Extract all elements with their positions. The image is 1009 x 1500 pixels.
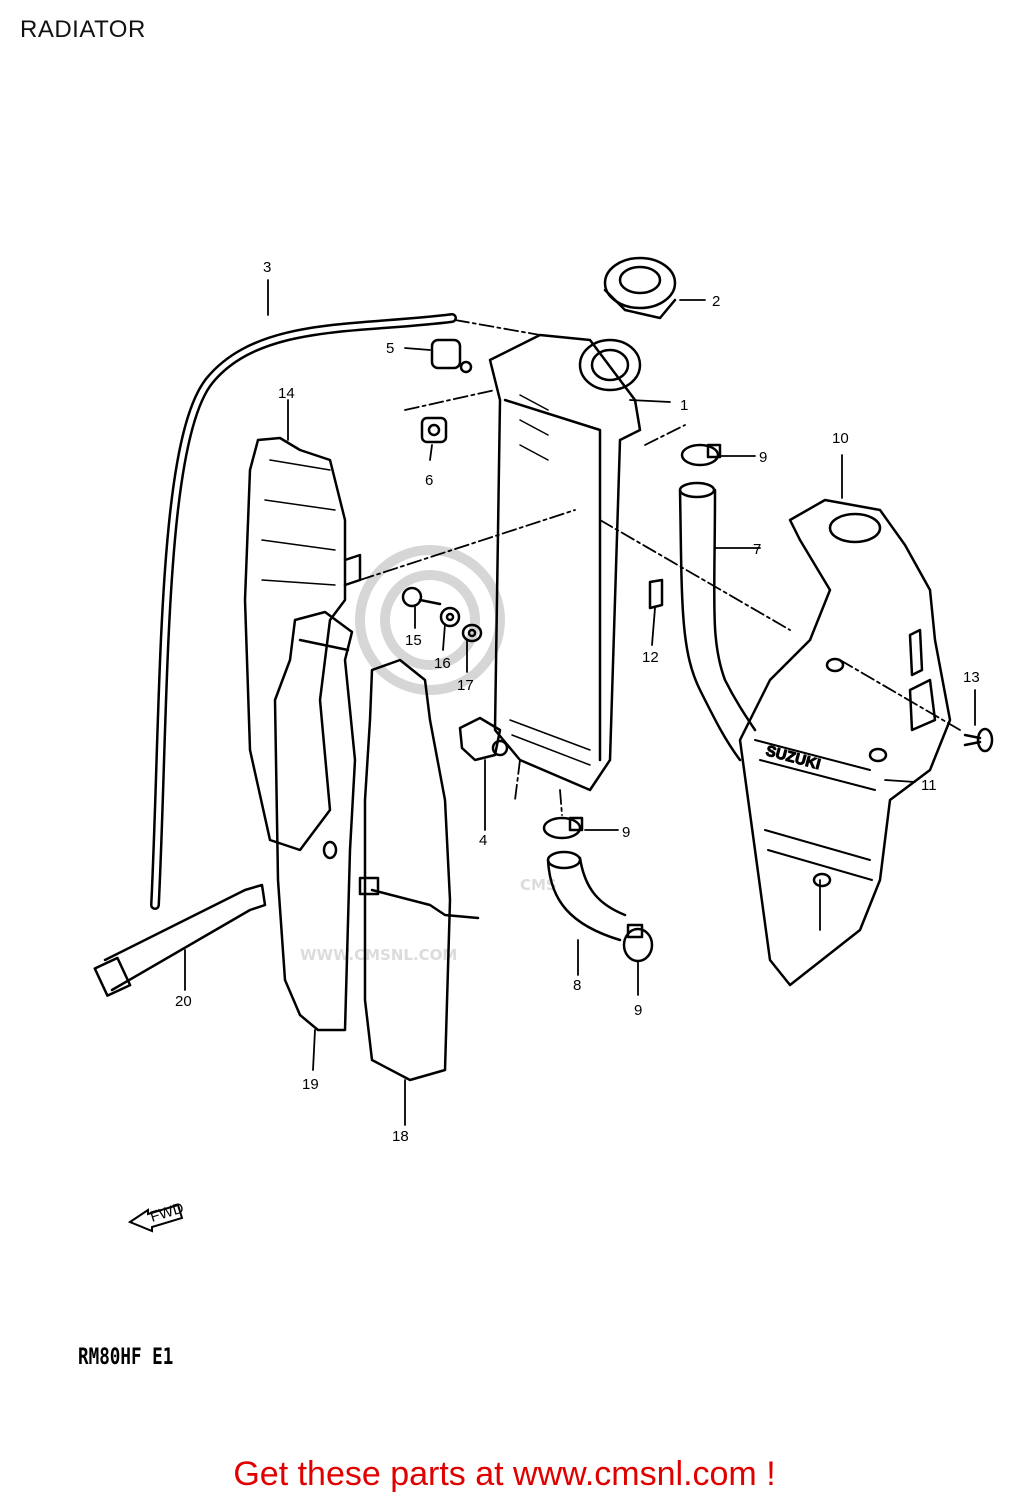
washer-17 (461, 623, 483, 643)
fwd-arrow-icon: FWD (127, 1200, 186, 1233)
side-panel-19 (273, 610, 357, 1032)
lower-hose (546, 850, 627, 942)
part-number-2: 2 (712, 293, 720, 310)
part-number-20: 20 (175, 993, 192, 1010)
grommet-4 (458, 716, 509, 762)
grommet-5 (430, 338, 473, 374)
model-code: RM80HF E1 (78, 1345, 174, 1370)
part-number-19: 19 (302, 1076, 319, 1093)
hose-clamp-lower (622, 923, 654, 963)
watermark-url: WWW.CMSNL.COM (300, 946, 457, 964)
radiator-shroud: SUZUKI (738, 498, 952, 987)
part-number-7: 7 (753, 541, 761, 558)
watermark-text: CMS (520, 876, 557, 894)
part-number-11: 11 (921, 777, 937, 794)
part-number-9-middle: 9 (622, 824, 630, 841)
radiator-cap (603, 256, 677, 320)
part-number-16: 16 (434, 655, 451, 672)
screw-13 (963, 727, 994, 753)
part-number-10: 10 (832, 430, 849, 447)
part-number-4: 4 (479, 832, 487, 849)
watermark: CMS WWW.CMSNL.COM (300, 545, 557, 964)
part-number-12: 12 (642, 649, 659, 666)
part-number-17: 17 (457, 677, 474, 694)
radiator-grill (243, 436, 362, 852)
part-number-18: 18 (392, 1128, 409, 1145)
part-number-1: 1 (680, 397, 688, 414)
part-number-9-lower: 9 (634, 1002, 642, 1019)
upper-hose (678, 481, 757, 762)
collar-6 (420, 416, 448, 444)
overflow-hose (150, 313, 457, 910)
part-number-8: 8 (573, 977, 581, 994)
washer-16 (439, 606, 461, 628)
page-title: RADIATOR (20, 16, 146, 43)
side-panel-18 (358, 658, 480, 1082)
part-number-labels: 1 2 3 4 5 6 7 8 9 9 9 10 11 12 13 14 15 … (175, 259, 980, 1145)
clip-12 (648, 578, 664, 610)
hose-clamp-upper (680, 443, 722, 467)
bolt-15 (401, 586, 442, 608)
part-number-6: 6 (425, 472, 433, 489)
hose-clamp-middle (542, 816, 584, 840)
strap-20 (93, 883, 267, 997)
footer-link-text[interactable]: Get these parts at www.cmsnl.com ! (233, 1455, 776, 1493)
radiator (488, 333, 642, 792)
part-number-3: 3 (263, 259, 271, 276)
part-number-13: 13 (963, 669, 980, 686)
part-number-9-upper: 9 (759, 449, 767, 466)
part-number-15: 15 (405, 632, 422, 649)
part-number-5: 5 (386, 340, 394, 357)
part-number-14: 14 (278, 385, 295, 402)
